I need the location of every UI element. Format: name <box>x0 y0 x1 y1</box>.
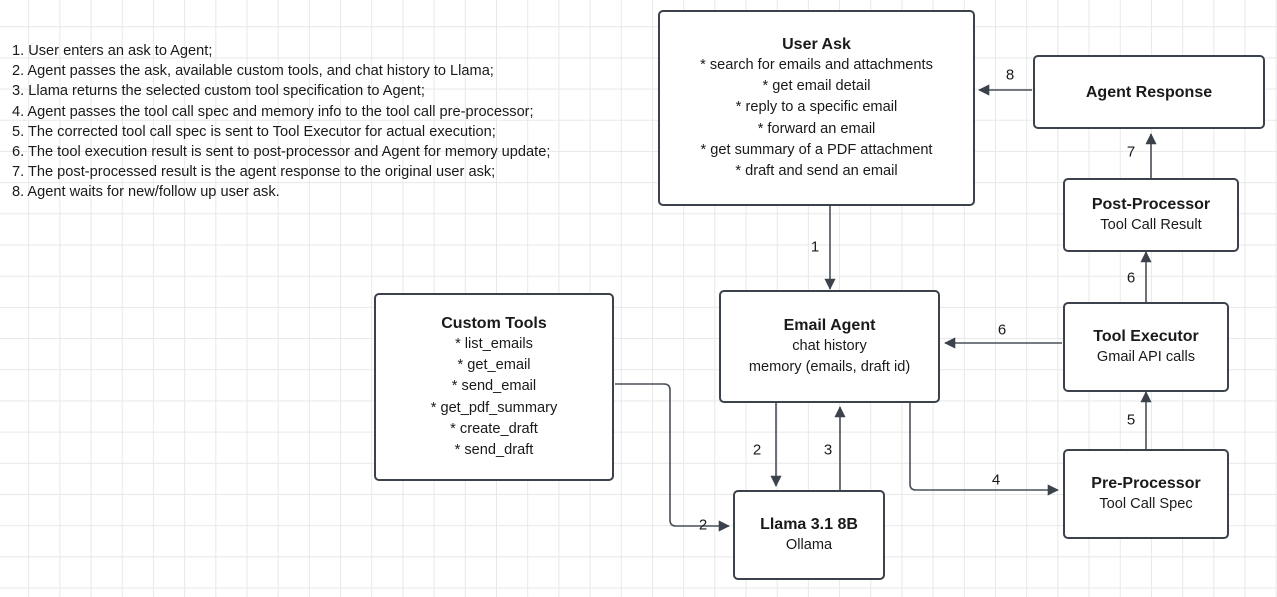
node-custom-tools-items: * list_emails * get_email * send_email *… <box>431 334 558 462</box>
node-agent-response[interactable]: Agent Response <box>1033 55 1265 129</box>
node-custom-tools-item: * get_email <box>457 356 531 373</box>
legend-line: 4. Agent passes the tool call spec and m… <box>12 103 534 120</box>
edge-label-4: 4 <box>991 471 1001 489</box>
legend-line: 2. Agent passes the ask, available custo… <box>12 63 494 80</box>
node-custom-tools-item: * create_draft <box>450 420 538 437</box>
node-custom-tools[interactable]: Custom Tools * list_emails * get_email *… <box>374 293 614 481</box>
node-llama[interactable]: Llama 3.1 8B Ollama <box>733 490 885 580</box>
edge-email-agent-to-pre-processor <box>909 403 1059 496</box>
node-user-ask-item: * get summary of a PDF attachment <box>700 141 933 158</box>
edge-label-3: 3 <box>823 441 833 459</box>
steps-legend: 1. User enters an ask to Agent; 2. Agent… <box>12 41 652 203</box>
node-post-processor-subtitle: Tool Call Result <box>1100 216 1202 233</box>
node-user-ask-item: * search for emails and attachments <box>700 56 933 73</box>
node-custom-tools-title: Custom Tools <box>441 314 547 332</box>
edge-custom-tools-to-llama <box>615 383 730 532</box>
node-user-ask-item: * forward an email <box>757 120 876 137</box>
node-llama-subtitle: Ollama <box>785 536 833 553</box>
node-user-ask[interactable]: User Ask * search for emails and attachm… <box>658 10 975 206</box>
edge-label-6b: 6 <box>997 321 1007 339</box>
node-pre-processor-title: Pre-Processor <box>1091 474 1201 492</box>
node-user-ask-item: * get email detail <box>762 77 871 94</box>
node-tool-executor-subtitle: Gmail API calls <box>1096 348 1196 365</box>
legend-line: 5. The corrected tool call spec is sent … <box>12 123 496 140</box>
legend-line: 3. Llama returns the selected custom too… <box>12 83 425 100</box>
node-user-ask-title: User Ask <box>782 35 851 53</box>
node-post-processor[interactable]: Post-Processor Tool Call Result <box>1063 178 1239 252</box>
node-email-agent[interactable]: Email Agent chat history memory (emails,… <box>719 290 940 403</box>
node-custom-tools-item: * send_draft <box>454 442 534 459</box>
node-agent-response-title: Agent Response <box>1085 83 1213 101</box>
node-custom-tools-item: * list_emails <box>455 335 533 352</box>
legend-line: 1. User enters an ask to Agent; <box>12 43 213 59</box>
edge-label-2b: 2 <box>698 516 708 534</box>
node-post-processor-title: Post-Processor <box>1091 195 1211 213</box>
node-email-agent-subtitle-chat-history: chat history <box>792 337 867 354</box>
edge-label-1: 1 <box>810 238 820 256</box>
node-pre-processor-subtitle: Tool Call Spec <box>1099 495 1193 512</box>
node-tool-executor[interactable]: Tool Executor Gmail API calls <box>1063 302 1229 392</box>
edge-label-7: 7 <box>1126 143 1136 161</box>
node-llama-title: Llama 3.1 8B <box>760 515 858 533</box>
edge-label-2: 2 <box>752 441 762 459</box>
node-tool-executor-title: Tool Executor <box>1093 327 1199 345</box>
node-user-ask-item: * draft and send an email <box>735 163 898 180</box>
node-custom-tools-item: * get_pdf_summary <box>430 399 558 416</box>
legend-line: 8. Agent waits for new/follow up user as… <box>12 184 280 201</box>
edge-label-6: 6 <box>1126 269 1136 287</box>
edge-label-5: 5 <box>1126 411 1136 429</box>
node-user-ask-items: * search for emails and attachments * ge… <box>700 55 933 183</box>
legend-line: 7. The post-processed result is the agen… <box>12 164 496 181</box>
node-custom-tools-item: * send_email <box>451 378 537 395</box>
node-user-ask-item: * reply to a specific email <box>735 99 898 116</box>
edge-label-8: 8 <box>1005 66 1015 84</box>
node-email-agent-title: Email Agent <box>783 316 876 334</box>
legend-line: 6. The tool execution result is sent to … <box>12 144 551 161</box>
node-email-agent-subtitle-memory: memory (emails, draft id) <box>748 359 911 375</box>
node-pre-processor[interactable]: Pre-Processor Tool Call Spec <box>1063 449 1229 539</box>
